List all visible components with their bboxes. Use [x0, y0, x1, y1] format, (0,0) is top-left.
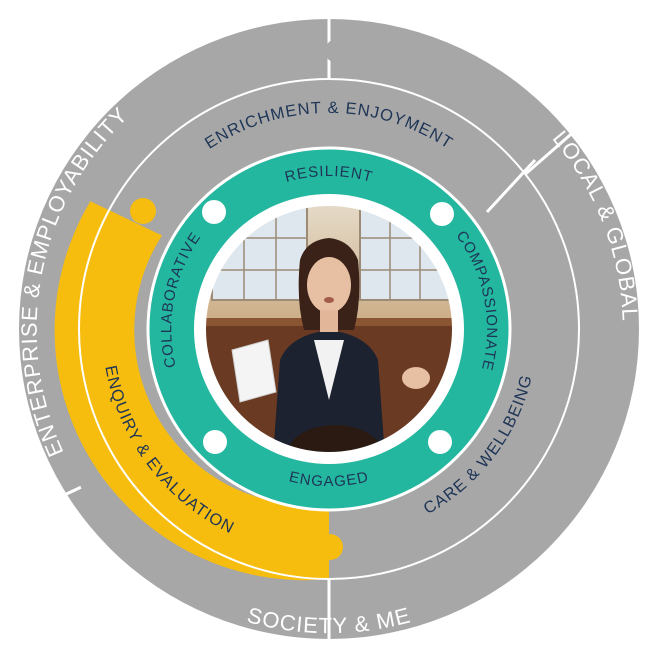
puzzle-knob-top [325, 39, 349, 63]
center-photo [204, 204, 454, 454]
inner-ring-outline [146, 146, 512, 512]
inner-knob-bottom-left [203, 430, 227, 454]
middle-separator-right [485, 158, 537, 214]
middle-ring-highlight-segment [54, 201, 330, 581]
inner-knob-top-right [430, 202, 454, 226]
inner-knob-top-left [202, 200, 226, 224]
puzzle-knob-left [80, 471, 104, 495]
inner-knob-bottom-right [428, 430, 452, 454]
puzzle-knob-right-lower [556, 451, 580, 475]
inner-label-engaged: ENGAGED [287, 468, 370, 490]
center-photo-border [202, 202, 456, 456]
puzzle-knob-highlight-bottom [317, 534, 343, 560]
middle-ring-outline [78, 78, 580, 580]
puzzle-knob-highlight [130, 198, 156, 224]
